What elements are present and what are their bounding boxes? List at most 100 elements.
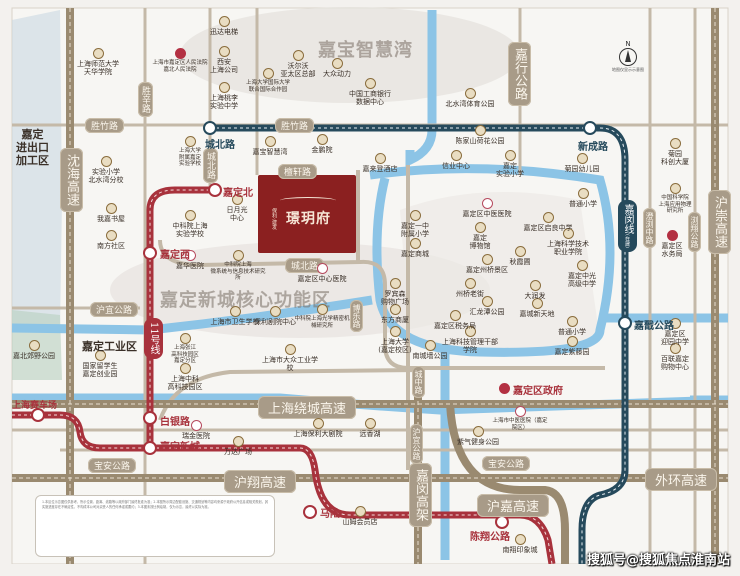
hospital-icon[interactable] [191,420,202,431]
poi-label[interactable]: 嘉定区启良中学 [523,224,573,232]
hospital-icon[interactable] [317,263,328,274]
office-icon[interactable] [263,68,274,79]
station-marker-chenxiang[interactable] [495,515,509,529]
office-icon[interactable] [475,222,486,233]
poi-label[interactable]: 嘉北郊野公园 [13,352,55,360]
park-icon[interactable] [465,88,476,99]
poi-label[interactable]: 嘉定紫藤园 [554,348,590,356]
park-icon[interactable] [475,125,486,136]
office-icon[interactable] [180,363,191,374]
poi-label[interactable]: 上海师范大学 天华学院 [77,60,119,76]
park-icon[interactable] [365,418,376,429]
poi-label[interactable]: 上海大学 (嘉定校区) [378,338,412,354]
line-11-badge[interactable]: 11号线 [144,318,163,359]
park-icon[interactable] [482,254,493,265]
office-icon[interactable] [451,150,462,161]
park-icon[interactable] [425,340,436,351]
poi-label[interactable]: 上海中科 高科技园区 [167,375,203,391]
poi-label[interactable]: 嘉来登酒店 [362,165,398,173]
poi-label[interactable]: 远香湖 [359,430,381,438]
office-icon[interactable] [317,134,328,145]
jiamin-line-badge[interactable]: 嘉闵线(在建) [618,200,637,252]
poi-label[interactable]: 山姆会员店 [342,518,378,526]
gov-icon[interactable] [175,48,186,59]
poi-label[interactable]: 嘉定区 水务局 [661,242,683,258]
office-icon[interactable] [95,350,106,361]
school-icon[interactable] [101,156,112,167]
poi-label[interactable]: 国家留学生 嘉定创业园 [82,362,118,378]
poi-label[interactable]: 中国工商银行 数据中心 [349,90,391,106]
poi-label[interactable]: 中国科学院 上海应用物理 研究所 [658,195,692,214]
poi-label[interactable]: 普通小学 [558,328,586,336]
poi-label[interactable]: 金鹏院 [311,146,333,154]
poi-label[interactable]: 上海市卫生学校 [210,318,260,326]
office-icon[interactable] [313,418,324,429]
office-icon[interactable] [332,58,343,69]
poi-label[interactable]: 上海大学国际大学 联合国际合作园 [245,80,290,93]
office-icon[interactable] [106,203,117,214]
station-jiadingxincheng[interactable]: 嘉定新城 [160,442,200,453]
poi-label[interactable]: 嘉城新天地 [519,310,555,318]
station-marker-chengbeilu[interactable] [203,121,217,135]
gov-icon[interactable] [667,230,678,241]
office-icon[interactable] [375,153,386,164]
hospital-icon[interactable] [185,250,196,261]
office-icon[interactable] [233,436,244,447]
station-marker-baiyin[interactable] [143,411,157,425]
poi-label[interactable]: 沃尔沃 亚太区总部 [280,62,316,78]
park-icon[interactable] [473,426,484,437]
school-icon[interactable] [578,188,589,199]
poi-label[interactable]: 嘉宝智慧湾 [252,148,288,156]
school-icon[interactable] [505,150,516,161]
station-xinchenglu[interactable]: 新成路 [578,142,608,153]
school-icon[interactable] [185,210,196,221]
poi-label[interactable]: 嘉华医院 [176,262,204,270]
poi-label[interactable]: 瑞金医院 [182,432,210,440]
school-icon[interactable] [577,153,588,164]
poi-label[interactable]: 实验小学 北水湾分校 [88,168,124,184]
station-chenxiang[interactable]: 陈翔公路 [470,532,510,543]
poi-label[interactable]: 南城墙公园 [412,352,448,360]
office-icon[interactable] [219,16,230,27]
poi-label[interactable]: 东方商厦 [381,316,409,324]
school-icon[interactable] [410,210,421,221]
poi-label[interactable]: 上海科技管理干部学院 [442,338,498,354]
poi-label[interactable]: 我嘉书屋 [97,215,125,223]
office-icon[interactable] [670,343,681,354]
office-icon[interactable] [233,250,244,261]
landmark-icon[interactable] [515,246,526,257]
office-icon[interactable] [270,306,281,317]
project-block[interactable]: 保利·建发 璟玥府 [258,175,356,253]
school-icon[interactable] [285,344,296,355]
park-icon[interactable] [482,296,493,307]
office-icon[interactable] [530,280,541,291]
school-icon[interactable] [567,316,578,327]
station-marker-circuit[interactable] [31,408,45,422]
poi-label[interactable]: 日月光 中心 [226,206,248,222]
poi-label[interactable]: 上海市嘉定区人民法院 嘉北人民法院 [152,60,208,73]
poi-label[interactable]: 嘉定 实验小学 [496,162,524,178]
office-icon[interactable] [317,304,328,315]
poi-label[interactable]: 信业中心 [442,162,470,170]
school-icon[interactable] [185,136,196,147]
poi-label[interactable]: 上海市中医医院（嘉定院区） [492,418,548,431]
poi-label[interactable]: 迅达电梯 [210,28,238,36]
station-chengbeilu[interactable]: 城北路 [205,140,235,151]
poi-label[interactable]: 南方社区 [97,242,125,250]
office-icon[interactable] [365,78,376,89]
poi-label[interactable]: 北水湾体育公园 [445,100,495,108]
poi-label[interactable]: 嘉定区 迎园中学 [661,330,689,346]
office-icon[interactable] [293,50,304,61]
poi-label[interactable]: 州桥老街 [456,290,484,298]
poi-label[interactable]: 秋霞圃 [509,258,531,266]
school-icon[interactable] [563,228,574,239]
poi-label[interactable]: 中科院上海 实验学校 [172,222,208,238]
poi-label[interactable]: 西安 上海公司 [210,58,238,74]
poi-label[interactable]: 上海大学 附属嘉定 实验学校 [178,148,201,167]
office-icon[interactable] [390,278,401,289]
school-icon[interactable] [390,326,401,337]
poi-label[interactable]: 紫气健身公园 [457,438,499,446]
office-icon[interactable] [532,298,543,309]
station-jiaegonglu[interactable]: 嘉戬公路 [634,321,674,332]
poi-label[interactable]: 上海张江 高科技园区 嘉定分区 [171,345,199,364]
